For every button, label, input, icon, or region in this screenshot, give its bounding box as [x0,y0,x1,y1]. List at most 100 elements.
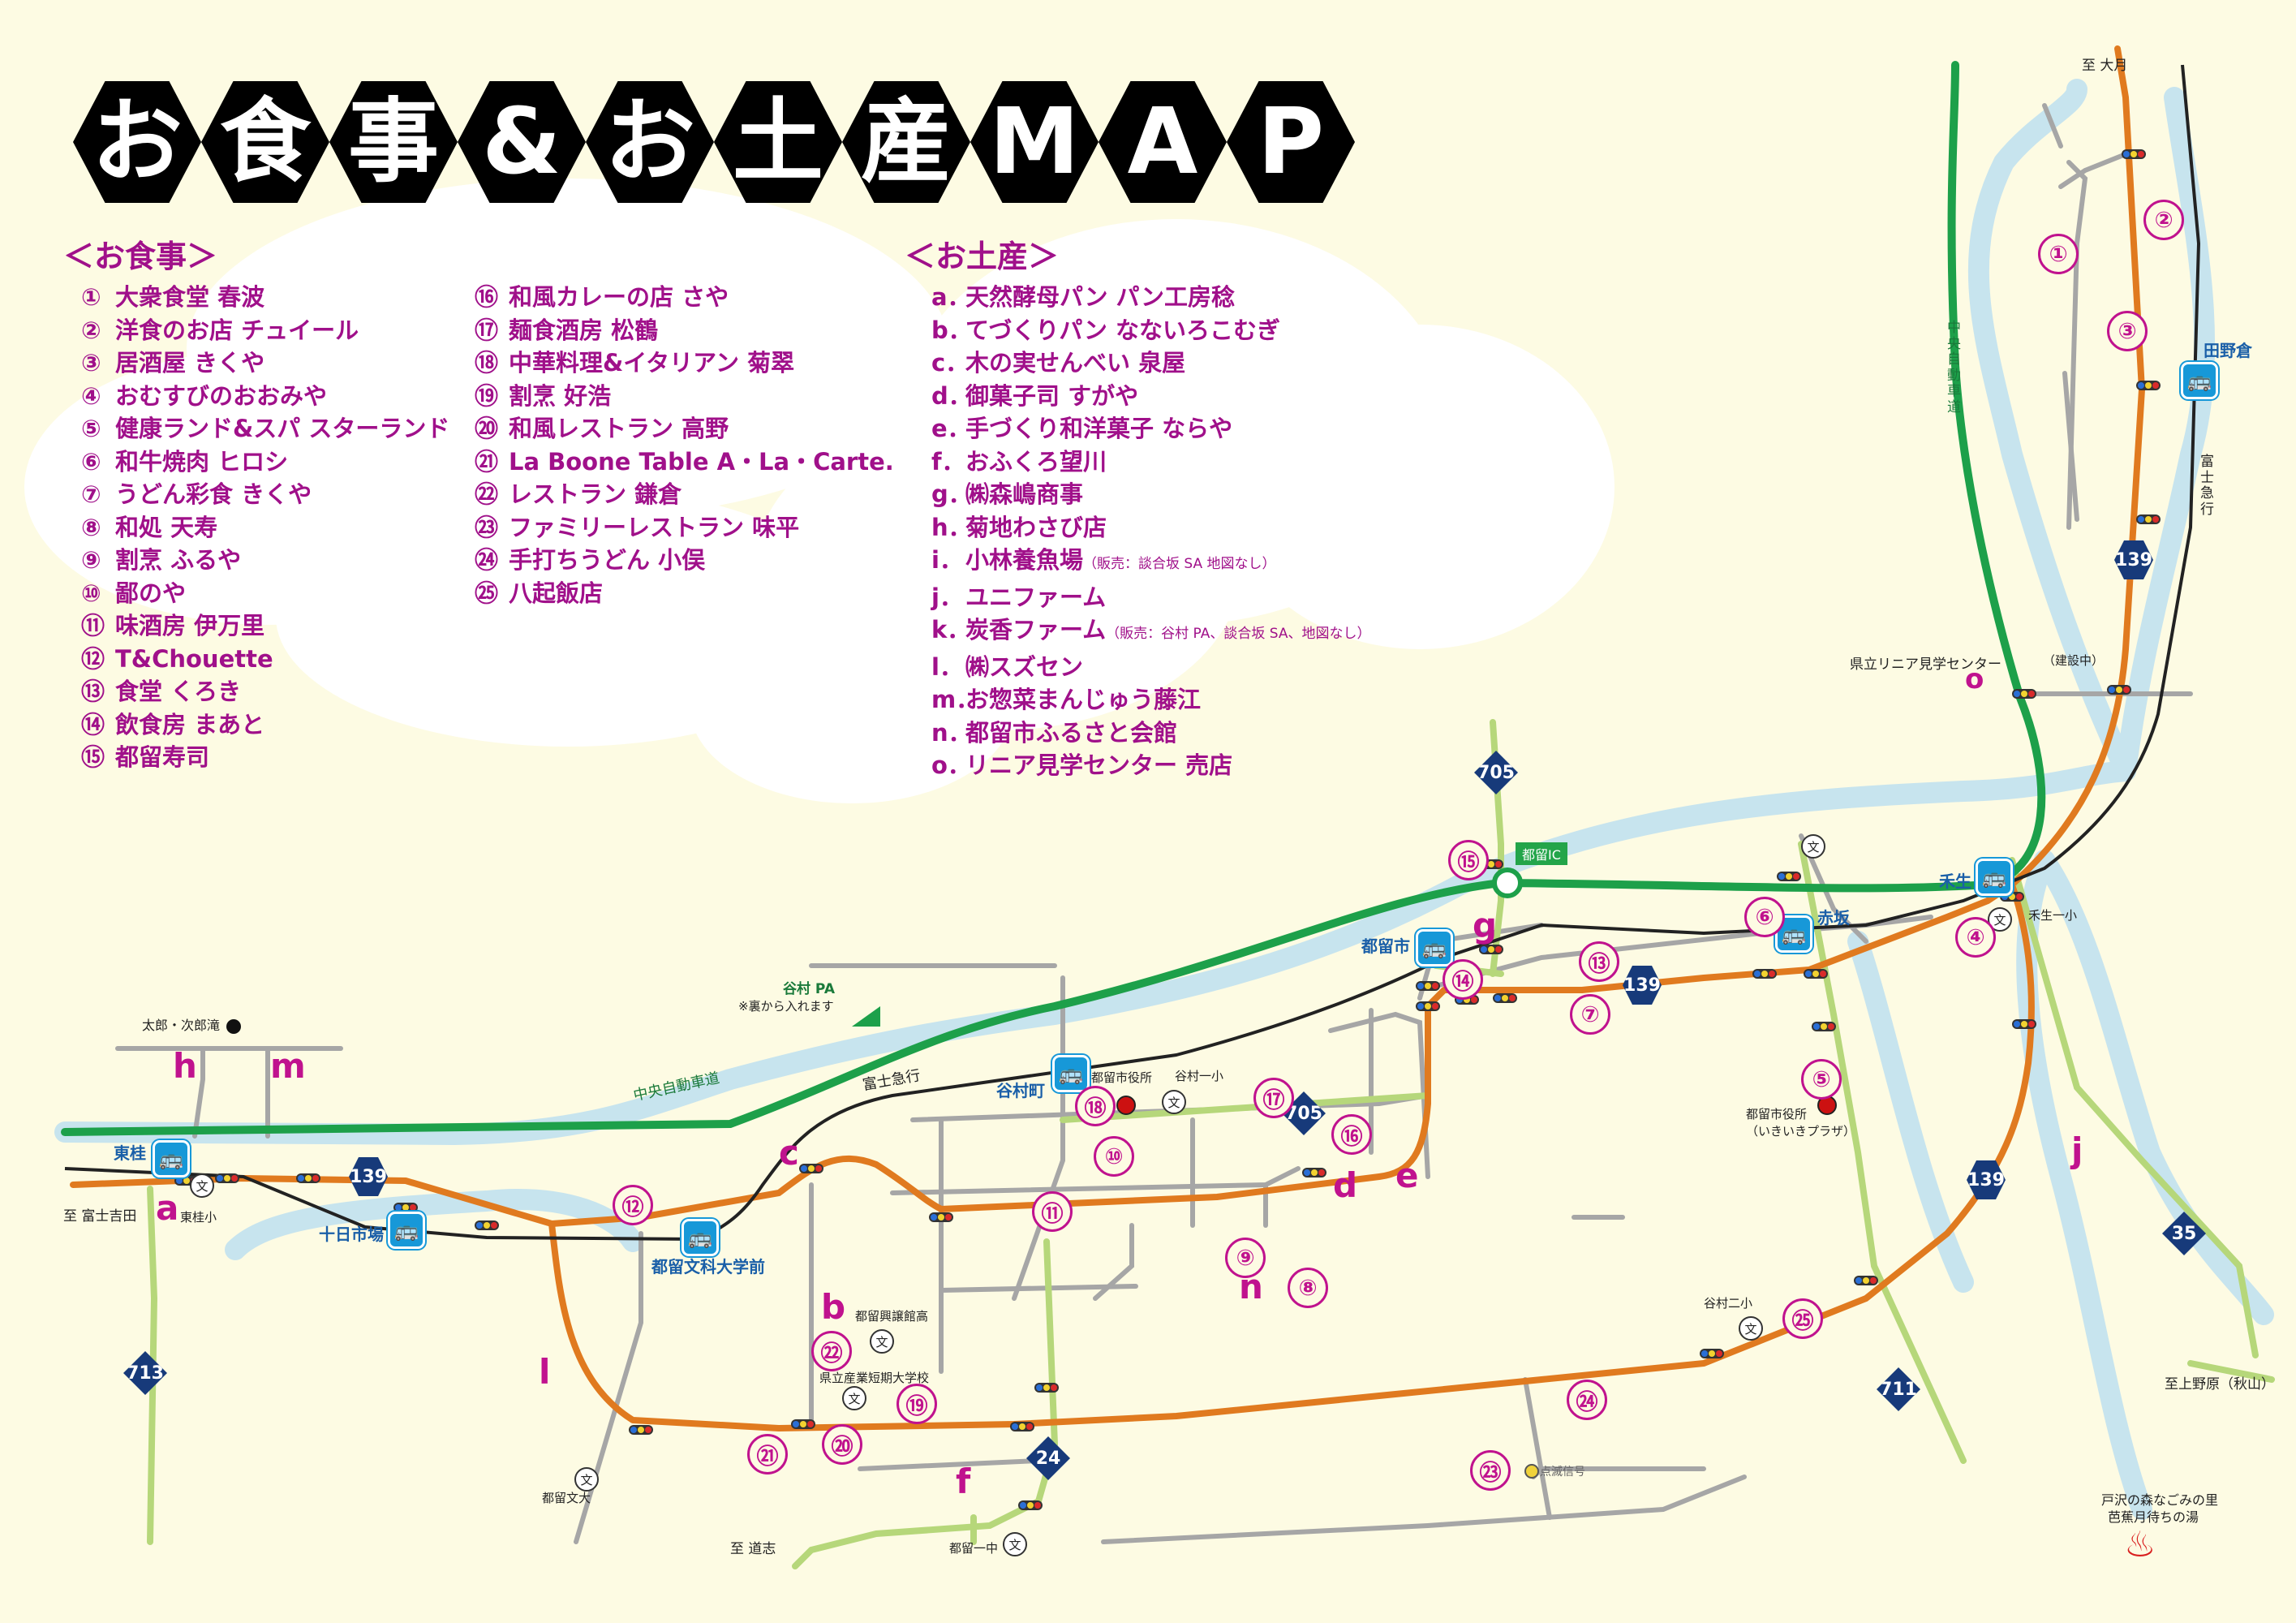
marker-24[interactable]: ㉔ [1567,1380,1607,1420]
marker-14[interactable]: ⑭ [1443,959,1483,1000]
list-item[interactable]: m．お惣菜まんじゅう藤江 [931,683,1370,717]
list-item[interactable]: h．菊地わさび店 [931,511,1370,545]
marker-d[interactable]: d [1333,1165,1358,1205]
marker-1[interactable]: ① [2038,234,2079,274]
list-item-number: n． [931,718,972,747]
marker-13[interactable]: ⑬ [1579,941,1619,982]
list-item-number: ⑦ [81,480,101,508]
list-item-name: 麺食酒房 松鶴 [509,316,659,344]
marker-m[interactable]: m [270,1046,306,1086]
marker-7[interactable]: ⑦ [1570,994,1610,1035]
marker-j[interactable]: j [2071,1130,2083,1170]
list-item[interactable]: j．ユニファーム [931,581,1370,614]
traffic-signal-icon [2012,689,2036,699]
list-item[interactable]: l．㈱スズセン [931,651,1370,684]
marker-b[interactable]: b [821,1287,846,1327]
marker-o[interactable]: o [1965,663,1984,695]
marker-22[interactable]: ㉒ [811,1331,852,1371]
list-item-name: うどん彩食 きくや [115,480,312,508]
yamura-pa-marker [852,1006,880,1027]
station-icon[interactable]: 🚌 [681,1219,719,1256]
list-item[interactable]: a．天然酵母パン パン工房稔 [931,281,1370,314]
marker-16[interactable]: ⑯ [1331,1114,1372,1155]
station-icon[interactable]: 🚌 [1052,1055,1090,1092]
list-item-number: ⑱ [475,349,499,377]
station-icon[interactable]: 🚌 [388,1212,425,1249]
list-item[interactable]: i．小林養魚場（販売：談合坂 SA 地図なし） [931,544,1370,581]
station-icon[interactable]: 🚌 [153,1140,190,1177]
marker-10[interactable]: ⑩ [1094,1136,1134,1177]
marker-5[interactable]: ⑤ [1801,1059,1842,1100]
marker-12[interactable]: ⑫ [613,1185,653,1225]
marker-19[interactable]: ⑲ [896,1384,937,1424]
list-item[interactable]: o．リニア見学センター 売店 [931,749,1370,782]
marker-11[interactable]: ⑪ [1032,1191,1073,1232]
list-item-name: 木の実せんべい 泉屋 [965,349,1186,377]
list-item-number: ⑨ [81,546,101,574]
label-to-uenohara: 至上野原（秋山） [2165,1376,2275,1393]
city-hall-dot [1116,1096,1136,1115]
marker-c[interactable]: c [779,1133,799,1173]
label-to-fujiyoshida: 至 富士吉田 [63,1208,137,1225]
list-item-number: ⑭ [81,710,105,738]
list-item[interactable]: n．都留市ふるさと会館 [931,717,1370,750]
marker-n[interactable]: n [1239,1267,1263,1307]
marker-23[interactable]: ㉓ [1470,1450,1511,1491]
list-item[interactable]: g．㈱森嶋商事 [931,478,1370,511]
label-city-hall-annex-sub: （いきいきプラザ） [1746,1124,1856,1139]
marker-6[interactable]: ⑥ [1744,897,1785,937]
list-item[interactable]: k．炭香ファーム（販売：谷村 PA、談合坂 SA、地図なし） [931,613,1370,651]
marker-18[interactable]: ⑱ [1075,1086,1116,1126]
marker-h[interactable]: h [173,1046,197,1086]
list-item[interactable]: d．御菓子司 すがや [931,380,1370,413]
marker-3[interactable]: ③ [2107,311,2148,351]
station-icon[interactable]: 🚌 [1976,859,2013,896]
marker-21[interactable]: ㉑ [747,1434,788,1474]
marker-g[interactable]: g [1473,906,1498,945]
station-icon[interactable]: 🚌 [1416,929,1453,966]
list-item[interactable]: c．木の実せんべい 泉屋 [931,347,1370,380]
marker-25[interactable]: ㉕ [1782,1298,1823,1339]
marker-9[interactable]: ⑨ [1225,1238,1266,1278]
marker-a[interactable]: a [156,1188,179,1228]
marker-17[interactable]: ⑰ [1253,1078,1294,1118]
marker-15[interactable]: ⑮ [1448,840,1489,880]
list-item[interactable]: ⑦ うどん彩食 きくや [81,478,449,511]
marker-4[interactable]: ④ [1955,917,1996,958]
marker-f[interactable]: f [956,1462,971,1501]
marker-2[interactable]: ② [2143,200,2184,240]
marker-8[interactable]: ⑧ [1288,1268,1328,1308]
marker-l[interactable]: l [539,1352,551,1392]
list-item[interactable]: f．おふくろ望川 [931,446,1370,479]
marker-e[interactable]: e [1395,1156,1419,1195]
marker-20[interactable]: ⑳ [822,1424,862,1465]
list-item[interactable]: e．手づくり和洋菓子 ならや [931,412,1370,446]
station-label: 谷村町 [996,1081,1045,1100]
station-icon[interactable]: 🚌 [2181,362,2218,399]
list-item[interactable]: b．てづくりパン なないろこむぎ [931,314,1370,347]
